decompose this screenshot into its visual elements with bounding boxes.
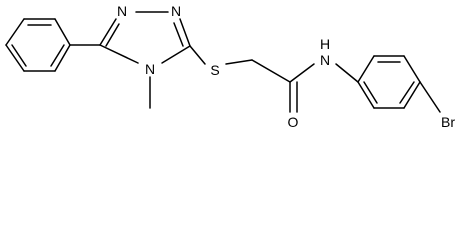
- double-bond: [173, 22, 184, 47]
- aromatic-bond: [50, 44, 65, 67]
- bond: [251, 59, 291, 83]
- amide-nitrogen-label: N: [320, 52, 330, 68]
- bond: [335, 63, 359, 83]
- bond: [161, 45, 191, 64]
- bond: [99, 44, 139, 64]
- triazole-n2-label: N: [171, 3, 181, 19]
- aromatic-bond: [399, 81, 415, 104]
- bond: [189, 45, 206, 65]
- bond: [225, 59, 253, 65]
- bond: [357, 55, 375, 83]
- bond: [54, 18, 71, 46]
- sulfur-label: S: [210, 62, 219, 78]
- bromine-label: Br: [441, 114, 455, 130]
- double-bond: [105, 23, 120, 47]
- bond: [403, 81, 421, 109]
- bromine-bond: [419, 81, 441, 113]
- phenyl-ring: [5, 18, 71, 72]
- molecule-structure: N N N S O H N Br: [5, 3, 455, 130]
- triazole-n4-label: N: [145, 61, 155, 77]
- bromophenyl-ring: [357, 55, 421, 109]
- aromatic-bond: [11, 44, 27, 67]
- bond: [179, 18, 191, 47]
- triazole-ring: [99, 11, 191, 64]
- bond: [357, 81, 375, 109]
- bond: [5, 18, 25, 46]
- oxygen-label: O: [288, 114, 299, 130]
- bond: [289, 63, 315, 83]
- bond: [403, 55, 421, 83]
- bond: [99, 18, 117, 46]
- aromatic-bond: [363, 81, 378, 104]
- bond: [5, 44, 25, 72]
- amide-hydrogen-label: H: [320, 36, 330, 52]
- triazole-n1-label: N: [117, 3, 127, 19]
- bond: [54, 44, 71, 72]
